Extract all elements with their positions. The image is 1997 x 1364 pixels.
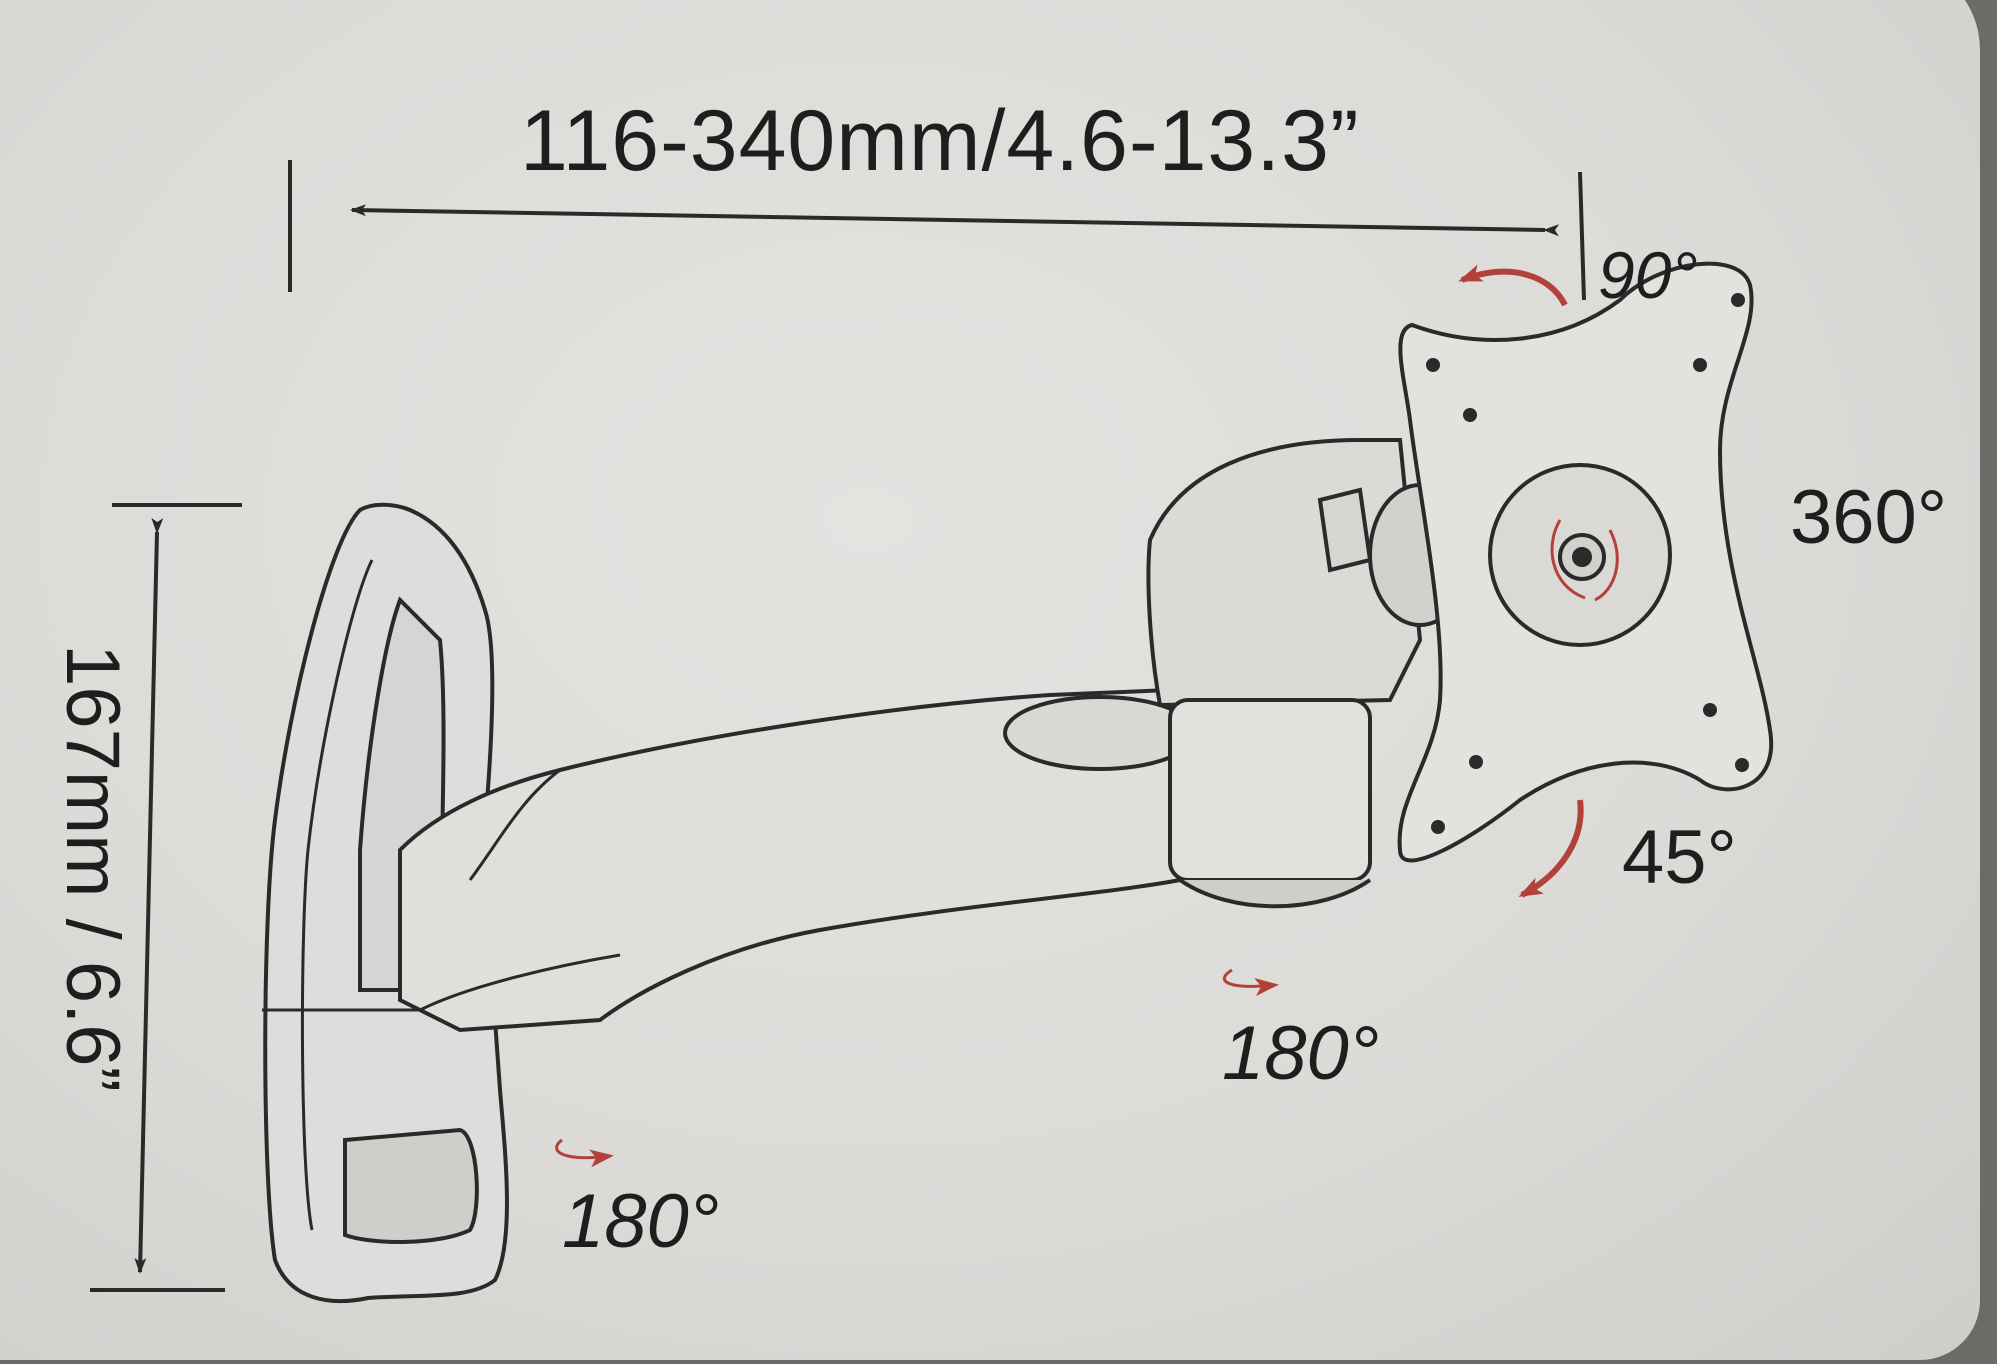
tilt-down-arrow-icon bbox=[1518, 799, 1584, 898]
swing-arm bbox=[398, 687, 1197, 1033]
swivel-wall-arrow-icon bbox=[555, 1138, 614, 1168]
tilt-up-angle-label: 90° bbox=[1598, 238, 1698, 312]
tilt-up-arrow-icon bbox=[1458, 264, 1568, 307]
vesa-plate bbox=[1397, 261, 1774, 863]
arm-swivel-angle-label: 180° bbox=[1222, 1011, 1380, 1096]
width-dimension bbox=[288, 160, 1586, 301]
height-dimension-label: 167mm / 6.6” bbox=[50, 644, 135, 1092]
wall-plate bbox=[262, 502, 509, 1304]
vesa-screw-holes bbox=[1426, 293, 1749, 834]
swivel-arm-arrow-icon bbox=[1222, 968, 1279, 996]
width-arrow bbox=[350, 204, 1560, 237]
height-arrow bbox=[134, 517, 164, 1274]
height-dimension bbox=[90, 503, 242, 1292]
wall-swivel-angle-label: 180° bbox=[562, 1179, 720, 1264]
width-tick-right bbox=[1578, 171, 1586, 301]
width-dimension-label: 116-340mm/4.6-13.3” bbox=[520, 93, 1360, 189]
plate-rotation-angle-label: 360° bbox=[1790, 475, 1948, 560]
rotation-arrows bbox=[555, 264, 1584, 1168]
tilt-down-angle-label: 45° bbox=[1622, 815, 1737, 900]
rotation-indicator-icon bbox=[1550, 519, 1619, 602]
